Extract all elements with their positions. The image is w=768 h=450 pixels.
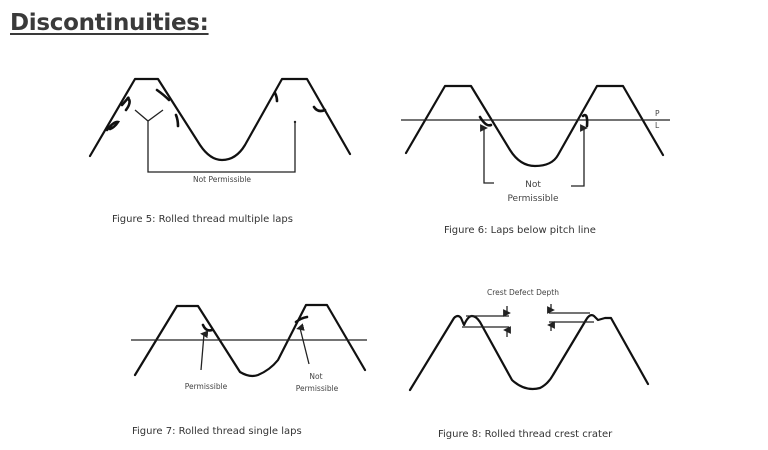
- lap-mark: [478, 115, 493, 127]
- pitch-line-label-p: P: [655, 109, 660, 118]
- pitch-line-label-l: L: [655, 121, 660, 130]
- pointer-line: [480, 124, 494, 184]
- figure-7-label-permissible-2: Permissible: [296, 384, 339, 393]
- page-title: Discontinuities:: [10, 10, 209, 36]
- lap-mark: [120, 96, 131, 112]
- lap-mark: [273, 91, 279, 103]
- figure-8-caption: Figure 8: Rolled thread crest crater: [438, 429, 613, 440]
- figure-8: Crest Defect Depth Figure 8: Rolled thre…: [408, 288, 650, 440]
- pointer-line: [134, 109, 296, 173]
- figure-7-label-not: Not: [309, 372, 322, 381]
- figure-6-caption: Figure 6: Laps below pitch line: [444, 225, 596, 236]
- figure-6-label-not: Not: [525, 180, 541, 190]
- lap-mark: [174, 113, 180, 128]
- figure-6-label-permissible: Permissible: [507, 194, 559, 204]
- figure-5-caption: Figure 5: Rolled thread multiple laps: [112, 214, 293, 225]
- lap-mark: [312, 105, 327, 113]
- lap-mark: [294, 315, 309, 324]
- lap-mark: [155, 88, 171, 102]
- figure-6: P L Not Permissible Figure 6: Laps below…: [401, 84, 670, 236]
- figure-5: Not Permissible Figure 5: Rolled thread …: [88, 77, 352, 225]
- thread-profile: [133, 303, 367, 378]
- figure-7: Permissible Not Permissible Figure 7: Ro…: [131, 303, 367, 437]
- lap-mark: [201, 323, 214, 332]
- pointer-line: [200, 330, 209, 371]
- pointer-line: [571, 124, 588, 187]
- figure-5-label: Not Permissible: [193, 175, 251, 184]
- figure-7-caption: Figure 7: Rolled thread single laps: [132, 426, 302, 437]
- lap-mark: [105, 120, 121, 132]
- figure-8-label: Crest Defect Depth: [487, 288, 559, 297]
- thread-profile: [404, 84, 665, 168]
- thread-profile: [88, 77, 352, 162]
- pointer-line: [296, 323, 310, 365]
- figure-7-label-permissible: Permissible: [185, 382, 228, 391]
- lap-mark: [581, 113, 589, 128]
- thread-profile: [408, 314, 650, 392]
